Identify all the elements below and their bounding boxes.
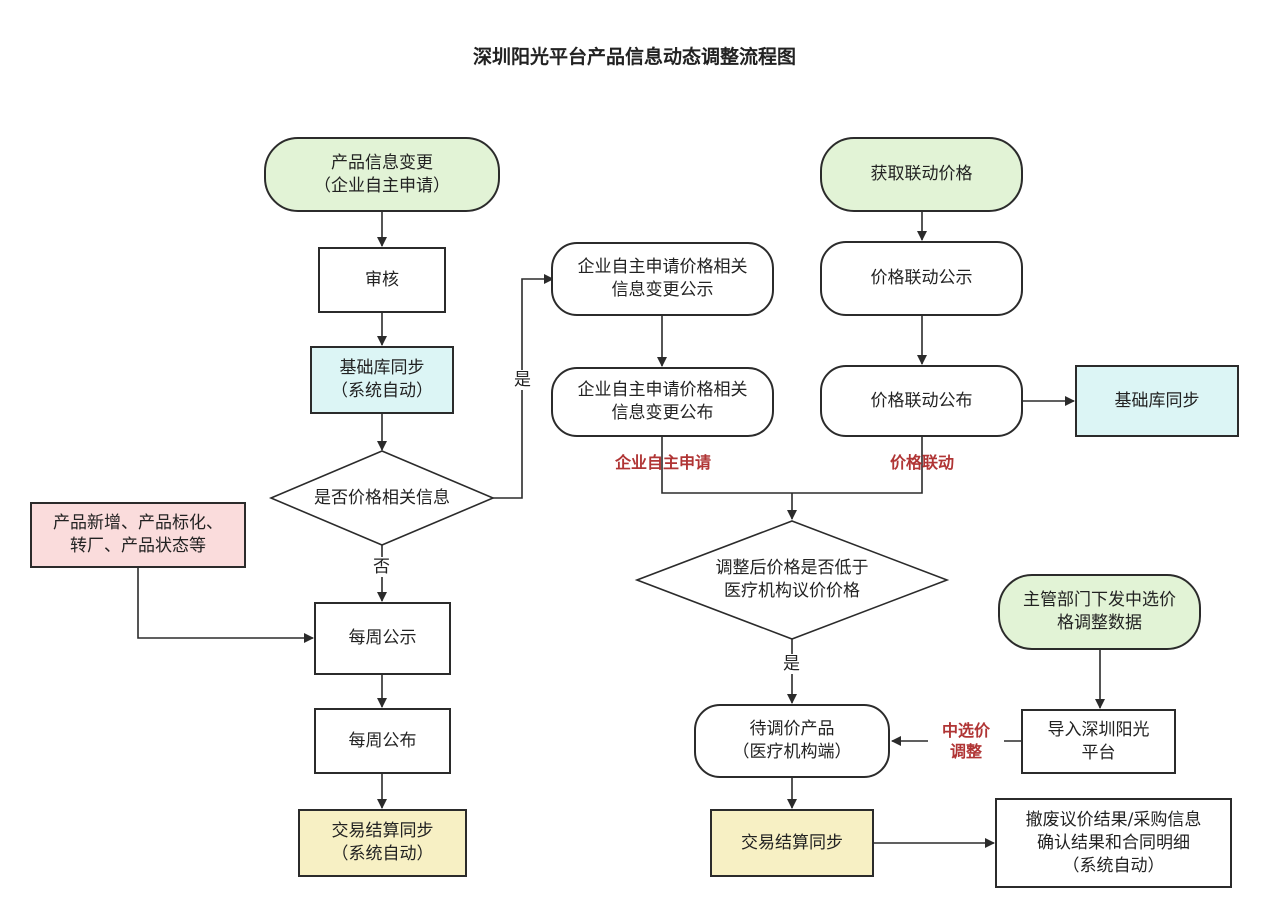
node-linked-publicity: 价格联动公示 bbox=[820, 241, 1023, 316]
edge-newprod-to-weekly bbox=[137, 568, 314, 643]
label-yes-top: 是 bbox=[514, 370, 531, 390]
edge-linked-release-down bbox=[792, 437, 923, 494]
decision-diamond-lower-price bbox=[634, 520, 950, 640]
node-weekly-release: 每周公布 bbox=[314, 708, 451, 774]
node-revoke: 撤废议价结果/采购信息 确认结果和合同明细 （系统自动） bbox=[995, 798, 1232, 888]
node-trade-sync-left: 交易结算同步 （系统自动） bbox=[298, 809, 467, 877]
node-import-platform: 导入深圳阳光 平台 bbox=[1021, 709, 1176, 774]
node-change-apply: 产品信息变更 （企业自主申请） bbox=[264, 137, 500, 212]
node-ent-publicity: 企业自主申请价格相关 信息变更公示 bbox=[551, 242, 774, 316]
decision-price-related-text: 是否价格相关信息 bbox=[314, 487, 450, 508]
decision-diamond-price-related bbox=[268, 450, 496, 546]
node-base-sync-right: 基础库同步 bbox=[1075, 365, 1239, 437]
decision-lower-price-text: 调整后价格是否低于 医疗机构议价价格 bbox=[715, 558, 869, 601]
node-review: 审核 bbox=[318, 247, 446, 313]
diagram-title: 深圳阳光平台产品信息动态调整流程图 bbox=[472, 46, 796, 68]
label-price-link: 价格联动 bbox=[889, 453, 954, 472]
label-no: 否 bbox=[373, 557, 390, 577]
label-ent-apply: 企业自主申请 bbox=[614, 453, 711, 472]
label-yes-bottom: 是 bbox=[783, 654, 800, 674]
edge-ent-release-down bbox=[661, 437, 792, 494]
node-new-products: 产品新增、产品标化、 转厂、产品状态等 bbox=[30, 502, 246, 568]
node-linked-release: 价格联动公布 bbox=[820, 365, 1023, 437]
node-weekly-publicity: 每周公示 bbox=[314, 602, 451, 675]
node-trade-sync-right: 交易结算同步 bbox=[710, 809, 874, 877]
node-authority-issue: 主管部门下发中选价 格调整数据 bbox=[998, 574, 1201, 650]
label-selected-price-adjust: 中选价 调整 bbox=[928, 720, 1004, 762]
node-pending-products: 待调价产品 （医疗机构端） bbox=[694, 704, 890, 778]
node-get-linked-price: 获取联动价格 bbox=[820, 137, 1023, 212]
node-ent-release: 企业自主申请价格相关 信息变更公布 bbox=[551, 367, 774, 437]
node-base-sync-left: 基础库同步 （系统自动） bbox=[310, 346, 454, 414]
